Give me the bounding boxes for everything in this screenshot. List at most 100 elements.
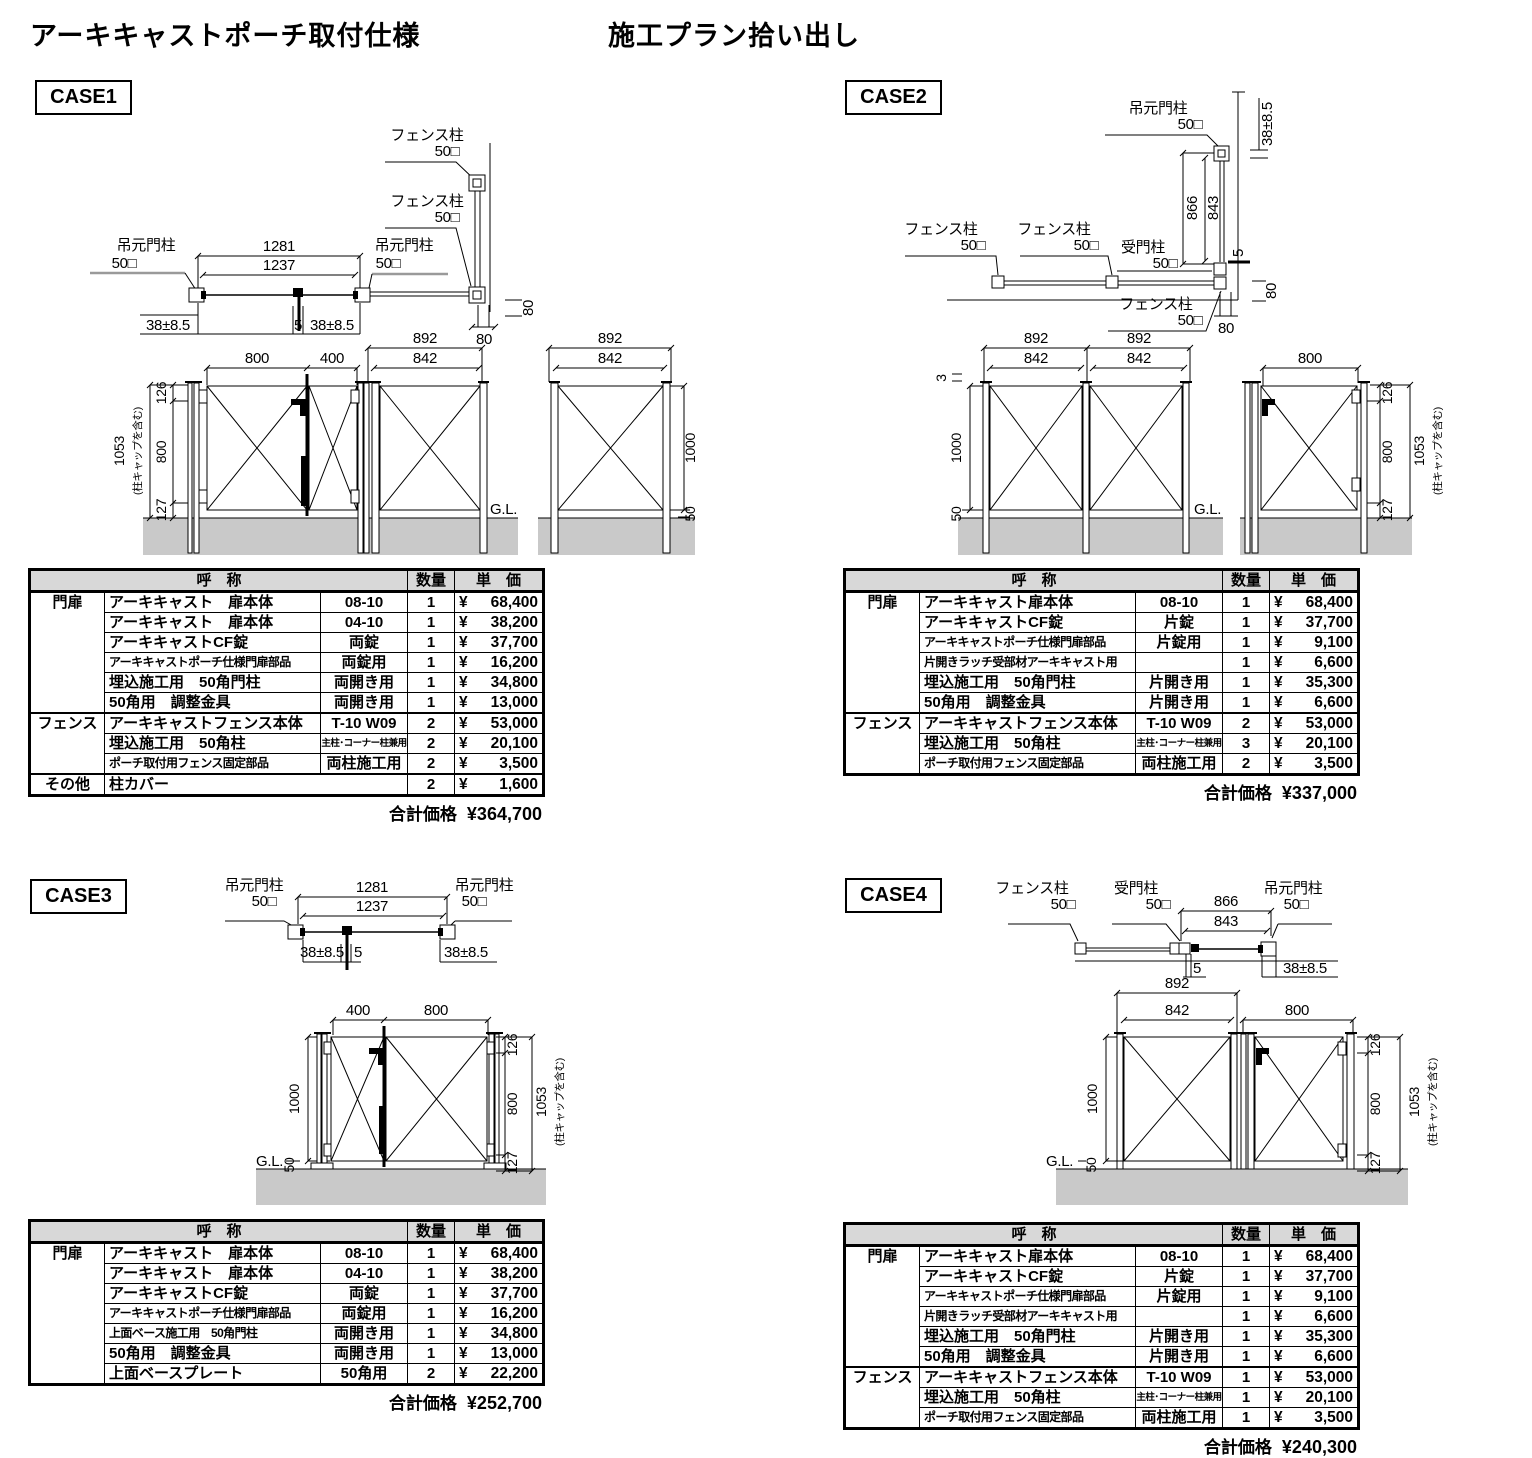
item-name-cell: アーキキャスト扉本体	[919, 590, 1136, 613]
post-size-label: 50□	[961, 237, 986, 254]
yen-sign: ¥	[459, 1285, 468, 1302]
price-amount: 68,400	[490, 1245, 539, 1262]
item-price-cell: ¥34,800	[454, 672, 545, 693]
dim-1000: 1000	[1084, 1084, 1100, 1114]
post-size-label: 50□	[1074, 237, 1099, 254]
item-qty-cell: 1	[407, 1241, 456, 1264]
category-cell: フェンス	[844, 712, 920, 775]
case2-label: CASE2	[845, 80, 942, 115]
yen-sign: ¥	[459, 1305, 468, 1322]
price-amount: 16,200	[490, 654, 539, 671]
item-qty-cell: 2	[407, 1363, 456, 1385]
item-name-cell: アーキキャストCF錠	[919, 612, 1136, 633]
dim-50: 50	[281, 1157, 297, 1172]
column-header: 数量	[1222, 569, 1271, 593]
item-price-cell: ¥53,000	[1269, 1366, 1360, 1388]
fence-post-label: フェンス柱	[390, 193, 464, 210]
yen-sign: ¥	[1274, 735, 1283, 752]
item-price-cell: ¥6,600	[1269, 1346, 1360, 1368]
item-price-cell: ¥3,500	[1269, 1407, 1360, 1429]
item-spec-cell: 08-10	[319, 590, 409, 613]
yen-sign: ¥	[459, 674, 468, 691]
yen-sign: ¥	[459, 594, 468, 611]
yen-sign: ¥	[459, 1345, 468, 1362]
yen-sign: ¥	[459, 694, 468, 711]
item-price-cell: ¥13,000	[454, 1343, 545, 1364]
item-name-cell: アーキキャスト扉本体	[919, 1244, 1136, 1267]
page-subtitle: 施工プラン拾い出し	[608, 21, 860, 51]
case4-drawing: フェンス柱 50□ 受門柱 50□ 866 843 吊元門柱 50□ 5 38±…	[995, 880, 1439, 1205]
price-amount: 6,600	[1314, 1308, 1354, 1325]
dim-400: 400	[346, 1002, 370, 1019]
dim-866: 866	[1184, 196, 1201, 220]
total-amount: ¥364,700	[466, 804, 542, 824]
price-amount: 34,800	[490, 1325, 539, 1342]
cap-note: (柱キャップを含む)	[131, 407, 144, 495]
price-amount: 68,400	[1305, 1248, 1354, 1265]
item-qty-cell: 1	[1222, 1306, 1271, 1327]
dim-127: 127	[504, 1151, 520, 1174]
category-cell: その他	[29, 773, 105, 796]
yen-sign: ¥	[1274, 594, 1283, 611]
item-qty-cell: 1	[407, 612, 456, 633]
item-price-cell: ¥38,200	[454, 1263, 545, 1284]
price-amount: 3,500	[1314, 1409, 1354, 1426]
case1-label: CASE1	[35, 80, 132, 115]
item-name-cell: 埋込施工用 50角門柱	[104, 672, 321, 693]
dim-843: 843	[1205, 196, 1222, 220]
post-size-label: 50□	[252, 893, 277, 910]
fence-post-label: フェンス柱	[390, 127, 464, 144]
price-amount: 68,400	[490, 594, 539, 611]
dim-126: 126	[153, 381, 169, 404]
yen-sign: ¥	[1274, 614, 1283, 631]
item-qty-cell: 1	[1222, 1326, 1271, 1347]
total-label: 合計価格	[1203, 784, 1272, 803]
total-amount: ¥240,300	[1281, 1437, 1357, 1457]
item-name-cell: 50角用 調整金具	[104, 1343, 321, 1364]
item-price-cell: ¥37,700	[1269, 612, 1360, 633]
price-amount: 16,200	[490, 1305, 539, 1322]
item-price-cell: ¥68,400	[1269, 590, 1360, 613]
item-price-cell: ¥9,100	[1269, 1286, 1360, 1307]
dim-400: 400	[320, 350, 344, 367]
item-qty-cell: 1	[407, 590, 456, 613]
item-qty-cell: 2	[1222, 712, 1271, 734]
total-price-line: 合計価格¥364,700	[28, 800, 542, 825]
item-name-cell: アーキキャストCF錠	[919, 1266, 1136, 1287]
item-spec-cell: 主柱･コーナー柱兼用	[1134, 733, 1224, 754]
item-spec-cell: 両開き用	[319, 672, 409, 693]
yen-sign: ¥	[1274, 674, 1283, 691]
item-qty-cell: 1	[1222, 1366, 1271, 1388]
yen-sign: ¥	[1274, 1389, 1283, 1406]
price-amount: 53,000	[1305, 1369, 1354, 1386]
item-qty-cell: 1	[407, 1343, 456, 1364]
total-price-line: 合計価格¥240,300	[843, 1433, 1357, 1458]
dim-1237: 1237	[356, 898, 388, 915]
item-name-cell: アーキキャストCF錠	[104, 1283, 321, 1304]
item-price-cell: ¥53,000	[454, 712, 545, 734]
ground-level-label: G.L.	[490, 501, 517, 518]
price-amount: 53,000	[490, 715, 539, 732]
item-qty-cell: 1	[1222, 590, 1271, 613]
item-price-cell: ¥16,200	[454, 1303, 545, 1324]
item-spec-cell: 08-10	[1134, 1244, 1224, 1267]
yen-sign: ¥	[1274, 1268, 1283, 1285]
item-qty-cell: 2	[1222, 753, 1271, 775]
item-spec-cell: 両錠用	[319, 652, 409, 673]
item-spec-cell: 両開き用	[319, 692, 409, 714]
item-qty-cell: 1	[407, 652, 456, 673]
item-name-cell: アーキキャスト 扉本体	[104, 1241, 321, 1264]
